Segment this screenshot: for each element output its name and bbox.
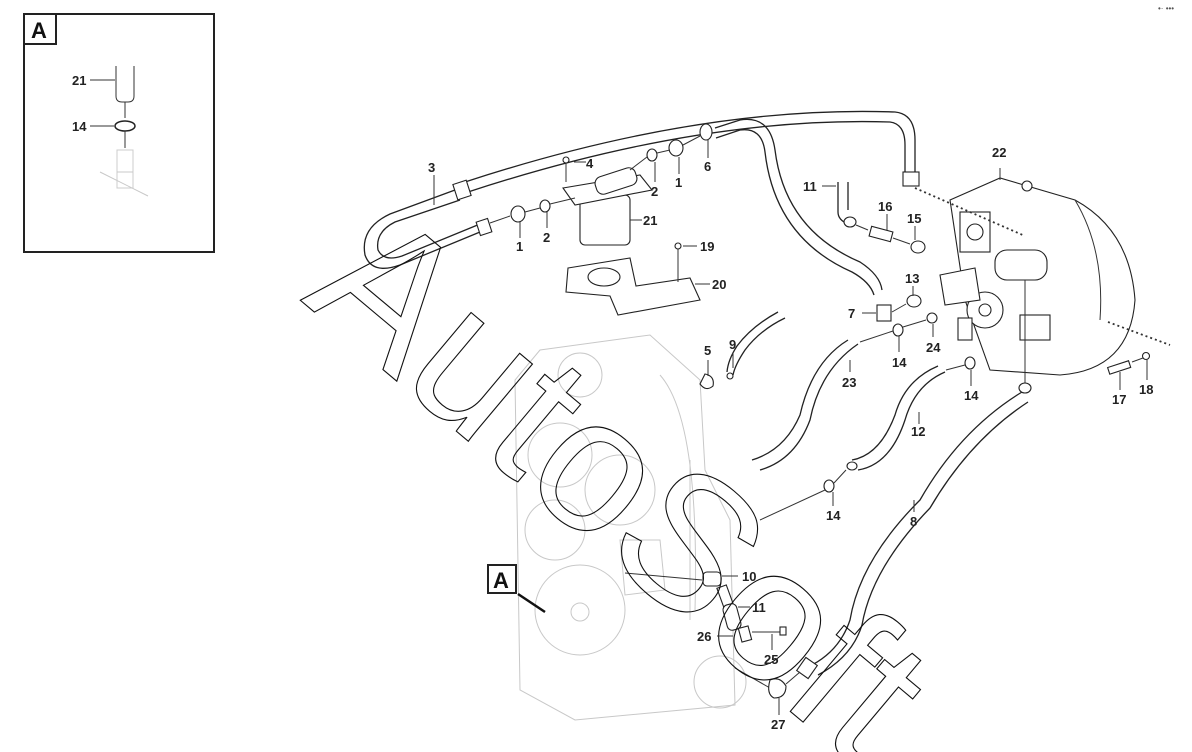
detail-reference-box bbox=[487, 564, 517, 594]
elbow-27 bbox=[768, 678, 787, 699]
fitting-15 bbox=[910, 240, 926, 254]
o-ring-14 bbox=[964, 356, 976, 370]
unit-22 bbox=[914, 177, 1171, 394]
detail-label: A bbox=[31, 18, 47, 43]
callout-label: 15 bbox=[907, 211, 921, 226]
watermark: AutoSoft bbox=[273, 168, 969, 752]
callout-label: 14 bbox=[892, 355, 907, 370]
o-ring-2 bbox=[539, 199, 551, 213]
fitting-24 bbox=[926, 312, 938, 324]
fitting-6 bbox=[699, 123, 713, 141]
detail-frame bbox=[23, 13, 215, 253]
fittings-lower: A bbox=[487, 564, 801, 699]
callout-label: 22 bbox=[992, 145, 1006, 160]
fitting-ghost bbox=[116, 149, 134, 189]
elbow-10 bbox=[702, 571, 722, 587]
solenoid bbox=[994, 249, 1048, 281]
clip-5 bbox=[699, 373, 714, 390]
callout-label: 14 bbox=[826, 508, 841, 523]
callout-label: 20 bbox=[712, 277, 726, 292]
o-ring-2 bbox=[646, 148, 658, 162]
detail-view-a: A 21 14 bbox=[23, 13, 215, 253]
filter-assembly bbox=[489, 135, 701, 316]
plate-20 bbox=[565, 257, 701, 316]
callout-label: 17 bbox=[1112, 392, 1126, 407]
callout-label: 2 bbox=[543, 230, 550, 245]
callout-label: 14 bbox=[72, 119, 87, 134]
hose-6 bbox=[699, 118, 883, 296]
callout-label: 13 bbox=[905, 271, 919, 286]
callout-label: 8 bbox=[910, 514, 917, 529]
callout-label: 1 bbox=[675, 175, 682, 190]
callout-label: 21 bbox=[72, 73, 86, 88]
fitting-16 bbox=[868, 225, 894, 243]
corner-marks: •· ••• bbox=[1158, 4, 1174, 13]
fitting-1 bbox=[510, 205, 526, 223]
callout-label: 25 bbox=[764, 652, 778, 667]
callout-label: 11 bbox=[803, 179, 817, 194]
o-ring-14 bbox=[892, 323, 904, 337]
elbow-7 bbox=[876, 304, 892, 322]
fittings-cluster bbox=[837, 182, 976, 370]
detail-reference-label: A bbox=[493, 568, 509, 593]
callout-label: 18 bbox=[1139, 382, 1153, 397]
callout-label: 1 bbox=[516, 239, 523, 254]
callout-label: 5 bbox=[704, 343, 711, 358]
callout-label: 16 bbox=[878, 199, 892, 214]
callout-label: 19 bbox=[700, 239, 714, 254]
fitting-11 bbox=[722, 603, 742, 631]
watermark-text: AutoSoft bbox=[274, 169, 969, 752]
callout-label: 2 bbox=[651, 184, 658, 199]
hose-end-fitting bbox=[475, 217, 493, 237]
detail-label-box bbox=[23, 13, 57, 45]
callout-label: 11 bbox=[752, 600, 766, 615]
fitting-1 bbox=[668, 139, 684, 157]
callout-label: 3 bbox=[428, 160, 435, 175]
o-ring-14 bbox=[823, 479, 835, 493]
callout-label: 14 bbox=[964, 388, 979, 403]
callout-label: 23 bbox=[842, 375, 856, 390]
detail-reference-arrow bbox=[517, 592, 546, 614]
leader-lines bbox=[433, 140, 1148, 715]
callout-label: 24 bbox=[926, 340, 941, 355]
callout-label: 6 bbox=[704, 159, 711, 174]
callout-label: 26 bbox=[697, 629, 711, 644]
fitting-13 bbox=[906, 294, 922, 308]
hose-end-fitting bbox=[452, 179, 472, 201]
callouts: 3 4 2 1 6 1 2 21 19 20 11 16 15 22 13 7 … bbox=[428, 145, 1153, 732]
hose-3 bbox=[363, 110, 920, 269]
hoses-lower bbox=[699, 311, 1029, 680]
callout-label: 12 bbox=[911, 424, 925, 439]
callout-label: 27 bbox=[771, 717, 785, 732]
callout-label: 4 bbox=[586, 156, 594, 171]
callout-label: 10 bbox=[742, 569, 756, 584]
hose-end-fitting bbox=[902, 171, 920, 187]
callout-label: 21 bbox=[643, 213, 657, 228]
callout-label: 7 bbox=[848, 306, 855, 321]
callout-label: 9 bbox=[729, 337, 736, 352]
